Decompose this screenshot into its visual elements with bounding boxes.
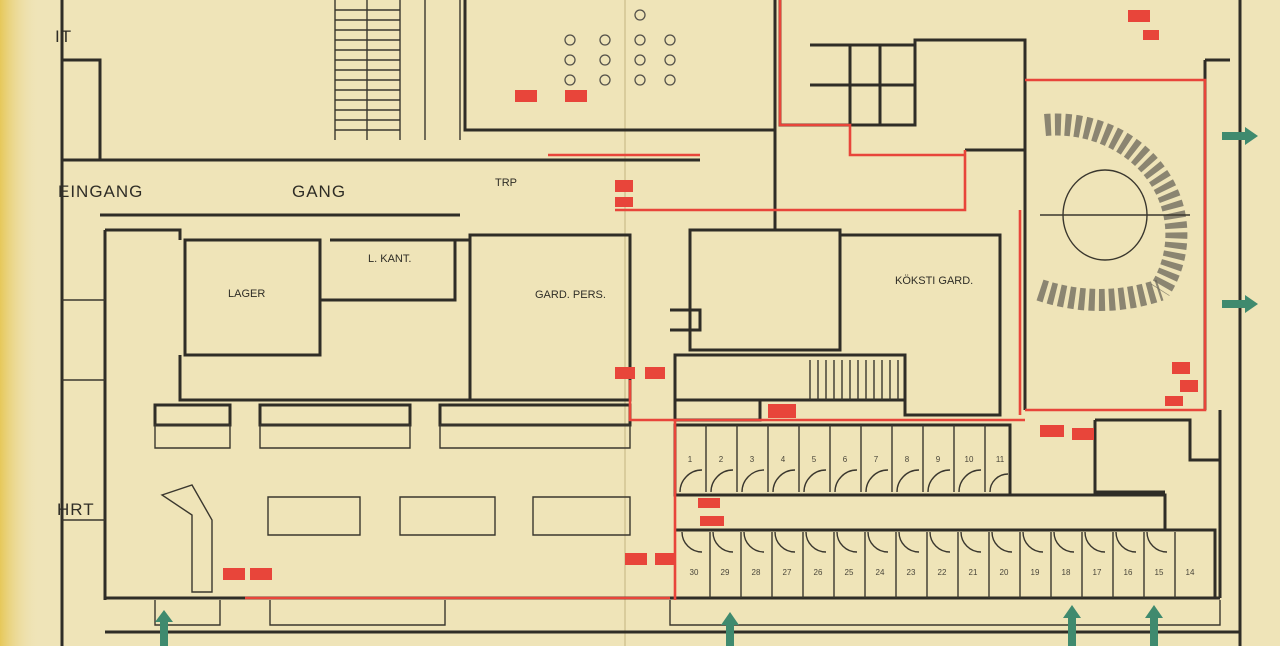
label-storage: LAGER xyxy=(228,288,265,300)
label-stairs: TRP xyxy=(495,177,517,189)
cabin-number: 6 xyxy=(843,455,848,464)
escape-route-line xyxy=(245,0,1207,600)
cabin-number: 3 xyxy=(750,455,755,464)
cabin-number: 16 xyxy=(1124,568,1133,577)
cabin-number: 7 xyxy=(874,455,879,464)
label-canteen: L. KANT. xyxy=(368,253,411,265)
cabin-number: 5 xyxy=(812,455,817,464)
cabin-number: 9 xyxy=(936,455,941,464)
cabin-number: 20 xyxy=(1000,568,1009,577)
cabin-number: 14 xyxy=(1186,568,1195,577)
label-wardrobe: KÖKSTI GARD. xyxy=(895,275,973,287)
rotunda-seating xyxy=(1036,113,1190,311)
exit-arrow-icon xyxy=(721,612,739,646)
cabin-number: 27 xyxy=(783,568,792,577)
cabin-number: 28 xyxy=(752,568,761,577)
cabin-number: 19 xyxy=(1031,568,1040,577)
cabin-number: 24 xyxy=(876,568,885,577)
exit-arrow-icon xyxy=(155,610,173,646)
cabin-number: 17 xyxy=(1093,568,1102,577)
cabin-number: 10 xyxy=(965,455,974,464)
seat-grid xyxy=(564,9,676,86)
exit-arrow-icon xyxy=(1145,605,1163,646)
label-left-edge: HRT xyxy=(57,500,95,519)
label-entrance: EINGANG xyxy=(58,182,143,201)
paper-edge xyxy=(0,0,40,646)
label-top-left: IT xyxy=(55,27,72,46)
cabin-number: 26 xyxy=(814,568,823,577)
label-staff-wardrobe: GARD. PERS. xyxy=(535,289,606,301)
room-labels: IT EINGANG GANG L. KANT. LAGER GARD. PER… xyxy=(55,27,973,519)
exit-arrow-icon xyxy=(1222,295,1258,313)
exit-arrow-icon xyxy=(1222,127,1258,145)
cabin-number: 8 xyxy=(905,455,910,464)
cabin-block-bottom xyxy=(678,528,1217,598)
cabin-number: 15 xyxy=(1155,568,1164,577)
exit-arrows xyxy=(155,127,1258,646)
cabin-number: 1 xyxy=(688,455,693,464)
fire-equipment-tags xyxy=(223,10,1198,580)
label-corridor: GANG xyxy=(292,182,346,201)
cabin-number: 2 xyxy=(719,455,724,464)
exit-arrow-icon xyxy=(1063,605,1081,646)
cabin-number: 21 xyxy=(969,568,978,577)
cabin-number: 22 xyxy=(938,568,947,577)
cabin-number: 29 xyxy=(721,568,730,577)
cabin-number: 18 xyxy=(1062,568,1071,577)
cabin-number: 4 xyxy=(781,455,786,464)
cabin-number: 23 xyxy=(907,568,916,577)
cabin-number: 11 xyxy=(996,455,1005,464)
cabin-number: 25 xyxy=(845,568,854,577)
cabin-number: 30 xyxy=(690,568,699,577)
